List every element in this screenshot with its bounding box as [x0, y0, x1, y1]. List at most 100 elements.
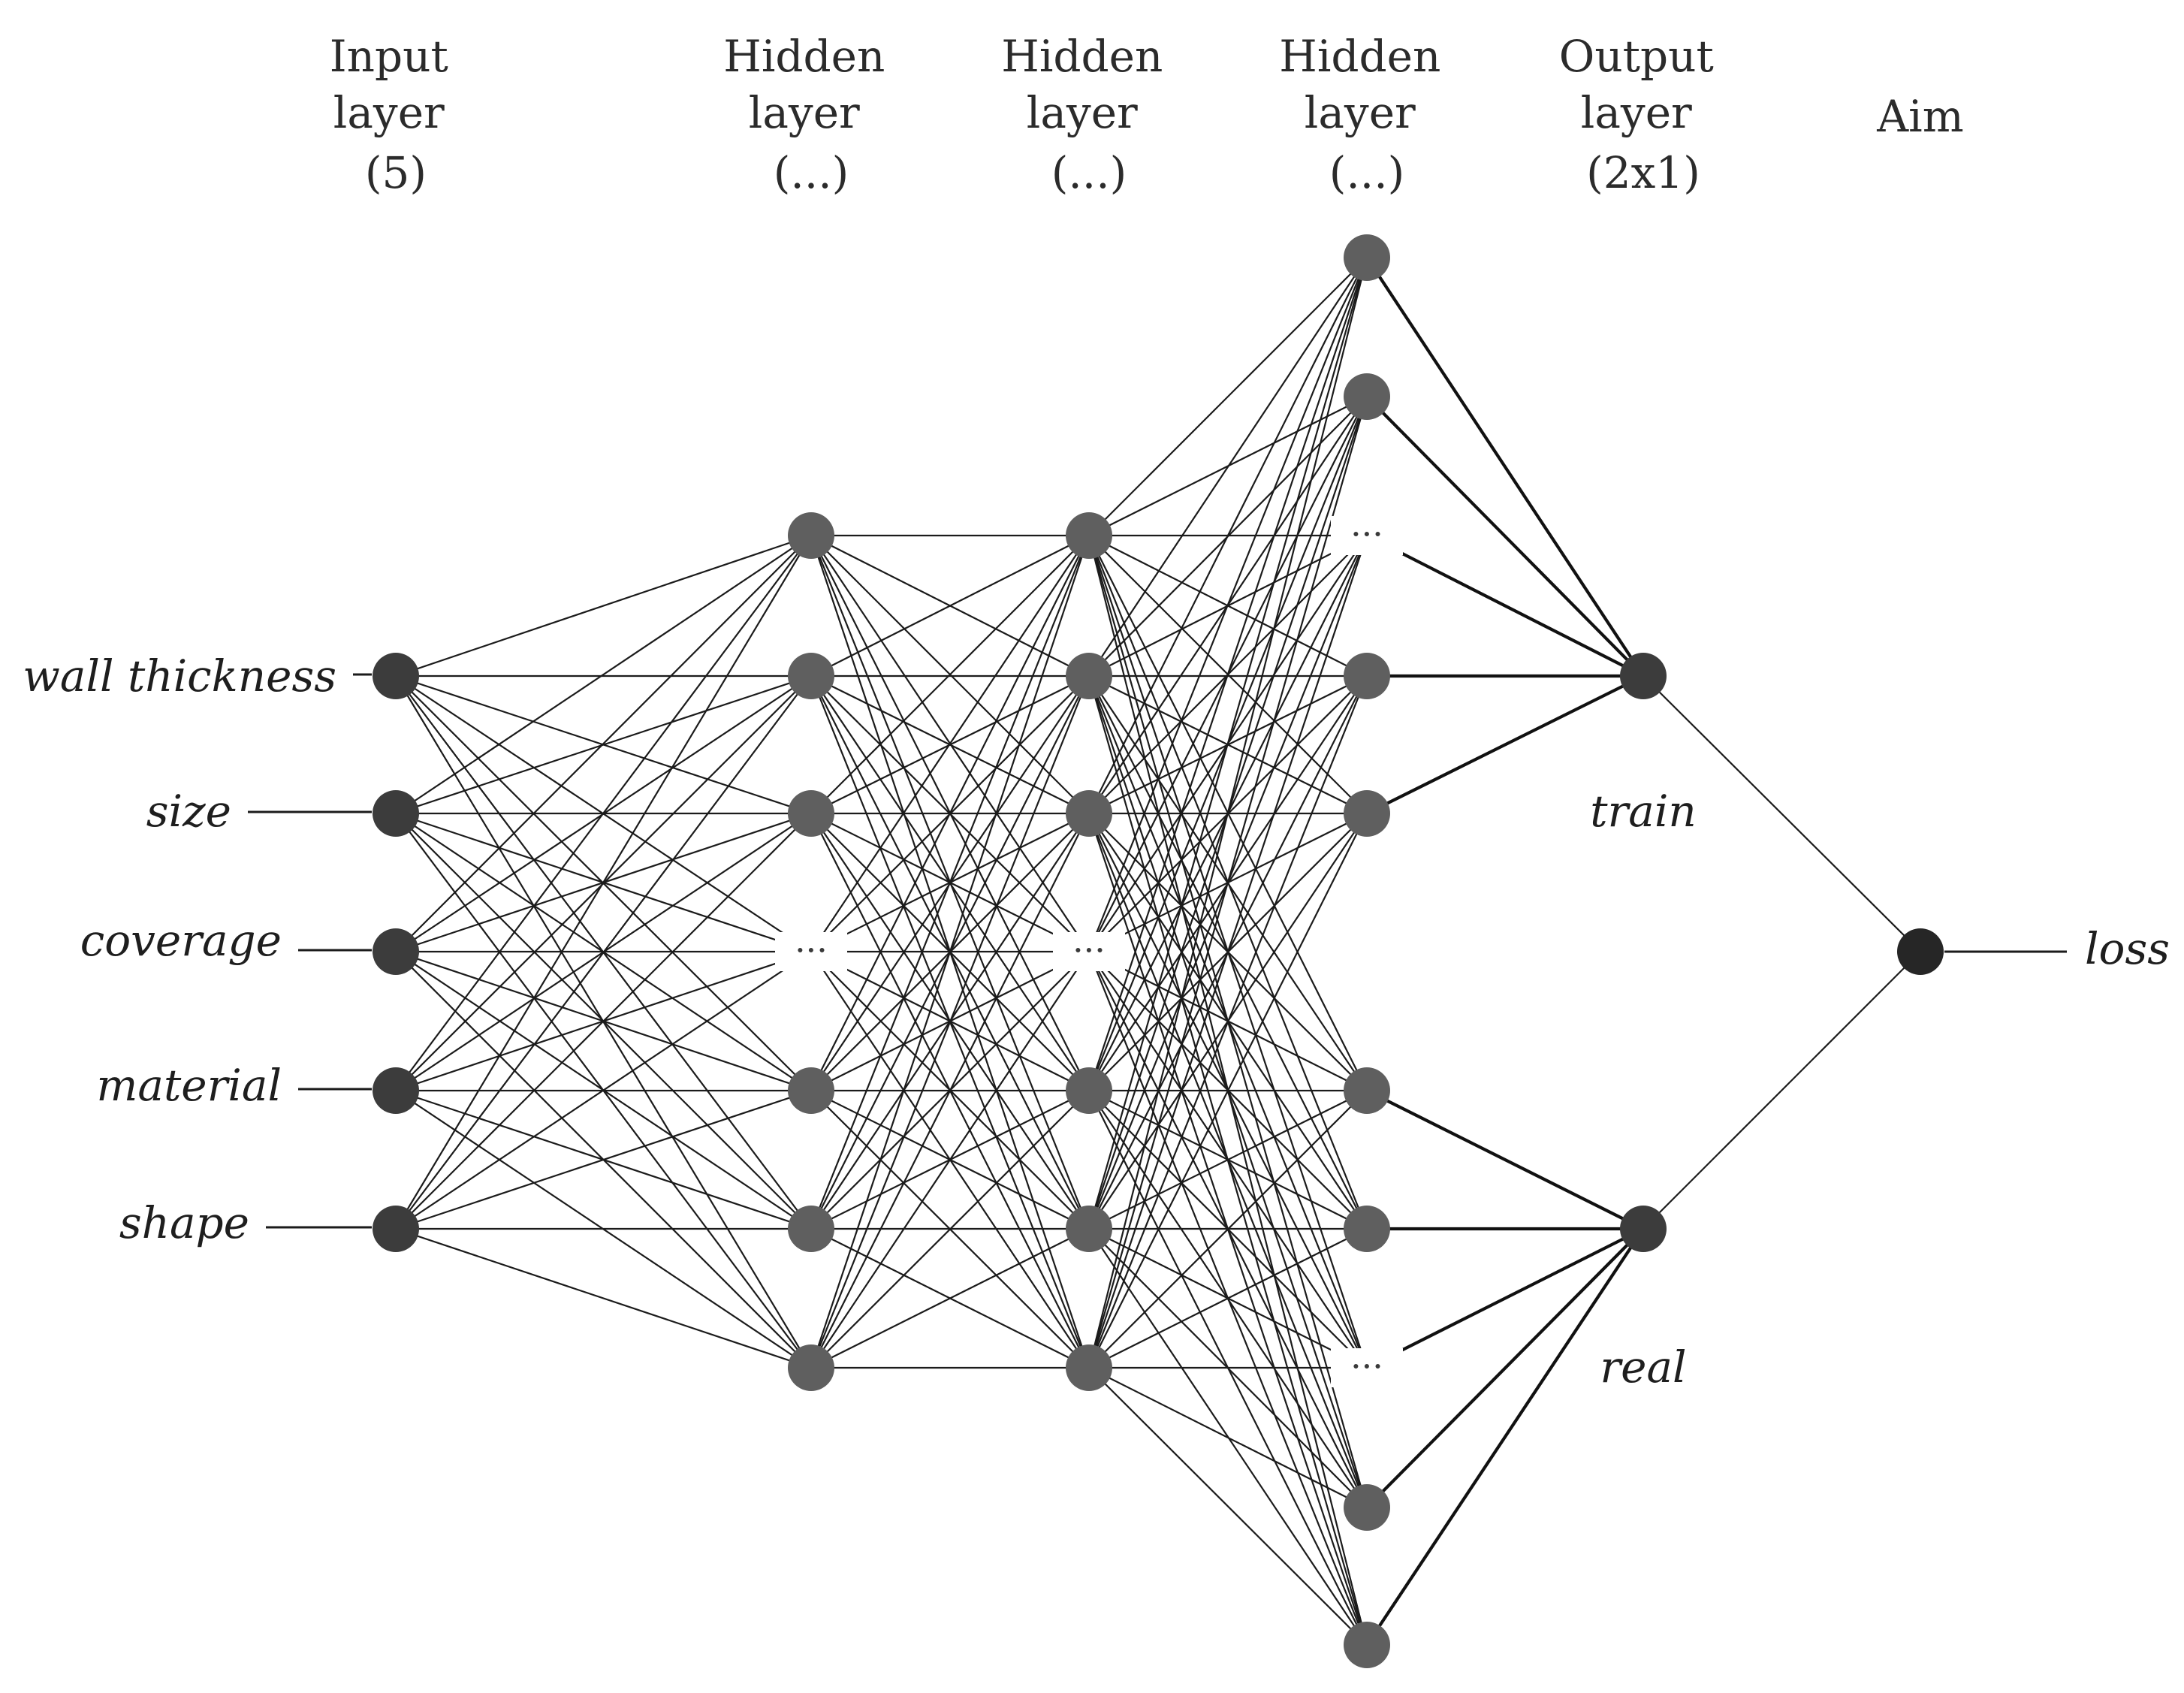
hidden3-node-8 [1344, 1622, 1390, 1668]
hidden1-ellipsis-mask [775, 932, 847, 971]
hidden1-ellipsis: ··· [795, 930, 828, 970]
hidden2-node-6 [1066, 1344, 1112, 1391]
edge-hidden2-hidden3 [1087, 257, 1368, 952]
edge-hidden2-hidden3 [1088, 1367, 1368, 1646]
edge-hidden1-hidden2 [810, 535, 1090, 814]
hidden-layer-3-size: (...) [1329, 147, 1405, 198]
hidden-layer-2-title: Hidden [1001, 31, 1163, 82]
input-layer-size: (5) [365, 147, 427, 198]
edge-hidden3-output [1365, 256, 1645, 678]
edge-hidden2-hidden3 [1088, 951, 1368, 1091]
output-layer-word: layer [1581, 87, 1692, 138]
edge-hidden2-hidden3 [1088, 1367, 1368, 1508]
edge-hidden3-output [1365, 395, 1645, 678]
edge-hidden1-hidden2 [810, 951, 1090, 1091]
hidden1-node-6 [788, 1344, 834, 1391]
output-layer-size: (2x1) [1586, 147, 1700, 198]
layer-headers: Input layer (5) Hidden layer (...) Hidde… [330, 31, 1964, 198]
edge-hidden2-hidden3 [1088, 951, 1368, 1369]
hidden1-node-5 [788, 1206, 834, 1252]
layer-ellipses: ··· ··· ··· ··· [775, 514, 1403, 1387]
edge-hidden1-hidden2 [810, 535, 1090, 677]
edge-hidden2-hidden3 [1088, 951, 1368, 1230]
hidden1-node-2 [788, 653, 834, 699]
edge-hidden2-hidden3 [1087, 951, 1368, 1646]
edge-input-hidden1 [395, 675, 812, 1230]
edge-hidden2-hidden3 [1087, 535, 1368, 1369]
edge-input-hidden1 [395, 813, 812, 1230]
hidden2-node-1 [1066, 512, 1112, 559]
hidden3-ellipsis-1: ··· [1350, 514, 1383, 554]
hidden1-node-4 [788, 1067, 834, 1114]
hidden-layer-2-word: layer [1027, 87, 1138, 138]
edge-hidden1-hidden2 [810, 535, 1090, 952]
hidden1-node-3 [788, 790, 834, 837]
input-output-lines [248, 673, 2067, 1229]
edge-hidden2-hidden3 [1088, 257, 1368, 814]
edge-hidden2-hidden3 [1088, 951, 1368, 1508]
output-layer-header: Output layer (2x1) [1559, 31, 1727, 198]
edge-input-hidden1 [395, 535, 812, 952]
input-node-3 [373, 928, 419, 975]
hidden2-node-5 [1066, 1206, 1112, 1252]
hidden-layer-2-header: Hidden layer (...) [1001, 31, 1177, 198]
edge-hidden3-output [1366, 1089, 1644, 1230]
hidden3-node-6 [1344, 1206, 1390, 1252]
edge-input-hidden1 [395, 535, 812, 1091]
input-node-2 [373, 790, 419, 837]
edge-hidden2-hidden3 [1088, 257, 1368, 536]
edge-hidden2-hidden3 [1088, 257, 1368, 677]
input-label-material: material [96, 1060, 282, 1111]
output-label-train: train [1590, 786, 1697, 837]
edge-hidden1-hidden2 [810, 1228, 1090, 1369]
edge-hidden2-hidden3 [1088, 535, 1368, 952]
edge-hidden1-hidden2 [810, 951, 1090, 1230]
edge-hidden2-hidden3 [1088, 813, 1368, 952]
hidden3-ellipsis-1-mask [1331, 516, 1403, 555]
input-label-size: size [146, 786, 231, 837]
hidden2-ellipsis-mask [1053, 932, 1125, 971]
input-label-shape: shape [119, 1197, 249, 1248]
edge-input-hidden1 [395, 1227, 812, 1369]
edge-output-aim [1643, 675, 1921, 952]
edge-output-aim [1643, 951, 1921, 1230]
hidden-layer-3-word: layer [1305, 87, 1416, 138]
hidden-layer-1-title: Hidden [723, 31, 885, 82]
hidden3-node-5 [1344, 1067, 1390, 1114]
edge-hidden3-output [1366, 674, 1644, 815]
hidden2-node-4 [1066, 1067, 1112, 1114]
hidden2-node-3 [1066, 790, 1112, 837]
hidden-layer-1-header: Hidden layer (...) [723, 31, 899, 198]
edge-hidden1-hidden2 [810, 813, 1090, 952]
output-layer-title: Output [1559, 31, 1714, 82]
input-layer-title: Input [330, 31, 448, 82]
hidden3-ellipsis-2: ··· [1350, 1346, 1383, 1387]
input-node-4 [373, 1067, 419, 1114]
input-layer-word: layer [333, 87, 445, 138]
hidden-layer-3-header: Hidden layer (...) [1279, 31, 1455, 198]
edge-hidden3-output [1366, 534, 1644, 678]
hidden2-node-2 [1066, 653, 1112, 699]
hidden3-node-3 [1344, 653, 1390, 699]
output-node-1 [1620, 653, 1667, 699]
hidden3-node-4 [1344, 790, 1390, 837]
connection-edges [395, 256, 1921, 1646]
output-label-real: real [1600, 1341, 1686, 1393]
output-node-2 [1620, 1206, 1667, 1252]
hidden3-node-7 [1344, 1484, 1390, 1531]
edge-hidden1-hidden2 [810, 675, 1090, 952]
hidden-layer-1-size: (...) [774, 147, 849, 198]
input-label-coverage: coverage [80, 915, 282, 966]
aim-output-label-loss: loss [2085, 923, 2170, 974]
hidden1-node-1 [788, 512, 834, 559]
edge-input-hidden1 [395, 534, 812, 678]
aim-title: Aim [1876, 91, 1963, 142]
network-nodes [373, 234, 1944, 1668]
hidden-layer-1-word: layer [749, 87, 860, 138]
edge-hidden3-output [1366, 1227, 1644, 1369]
input-node-1 [373, 653, 419, 699]
hidden3-node-2 [1344, 373, 1390, 420]
edge-input-hidden1 [395, 951, 812, 1230]
hidden2-ellipsis: ··· [1072, 930, 1106, 970]
hidden-layer-3-title: Hidden [1279, 31, 1440, 82]
